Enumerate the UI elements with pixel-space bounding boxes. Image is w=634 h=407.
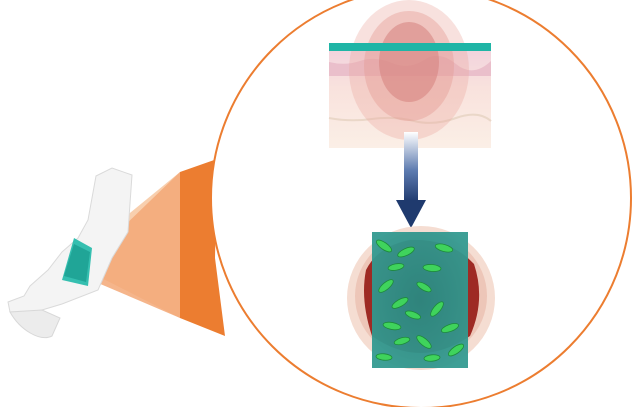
skin-cross-section-icon [328,0,492,148]
wound-with-scaffold-icon [347,226,495,370]
arm-with-patch-icon [7,167,133,338]
down-arrow-icon [396,132,426,228]
